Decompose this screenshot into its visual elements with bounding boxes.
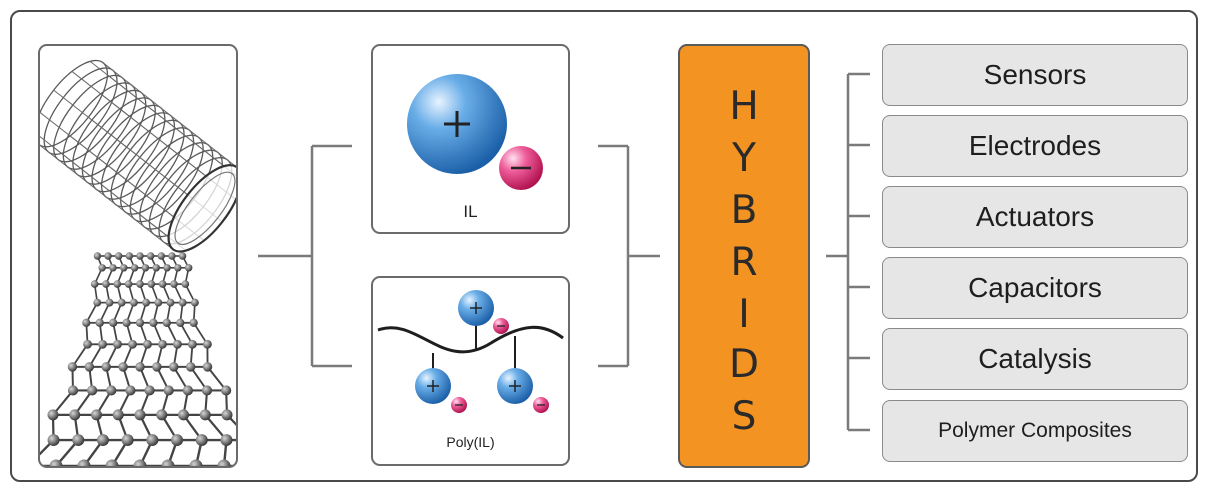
anion-icon <box>499 146 543 190</box>
poly-il-label: Poly(IL) <box>446 434 495 450</box>
application-sensors: Sensors <box>882 44 1188 106</box>
pendant-cation-icon <box>497 368 549 413</box>
application-label: Polymer Composites <box>938 419 1132 442</box>
application-label: Electrodes <box>968 130 1102 161</box>
il-label: IL <box>463 202 478 221</box>
application-capacitors: Capacitors <box>882 257 1188 319</box>
application-catalysis: Catalysis <box>882 328 1188 390</box>
graphene-sheet-icon <box>40 252 236 466</box>
nanotube-icon <box>40 59 236 253</box>
il-panel: IL <box>371 44 570 234</box>
application-polymer-composites: Polymer Composites <box>882 400 1188 462</box>
poly-il-panel: Poly(IL) <box>371 276 570 466</box>
application-label: Catalysis <box>978 343 1092 374</box>
application-label: Actuators <box>975 201 1095 232</box>
application-actuators: Actuators <box>882 186 1188 248</box>
hybrids-letter: I <box>738 292 750 337</box>
pendant-cation-icon <box>458 290 509 334</box>
hybrids-box: H Y B R I D S <box>678 44 810 468</box>
pendant-cation-icon <box>415 368 467 413</box>
hybrids-letter: Y <box>732 136 756 181</box>
hybrids-letter: R <box>730 240 758 285</box>
ion-pair-illustration <box>407 74 543 190</box>
hybrids-letter: S <box>731 394 757 439</box>
polymer-chain-illustration <box>377 290 564 413</box>
hybrids-letter: H <box>729 84 759 129</box>
cation-icon <box>407 74 507 174</box>
application-electrodes: Electrodes <box>882 115 1188 177</box>
hybrids-letter: D <box>728 342 760 387</box>
carbon-structures-illustration <box>40 59 236 466</box>
application-label: Capacitors <box>968 272 1102 303</box>
application-label: Sensors <box>983 59 1087 90</box>
carbon-materials-panel <box>38 44 238 468</box>
hybrids-letter: B <box>730 188 758 233</box>
